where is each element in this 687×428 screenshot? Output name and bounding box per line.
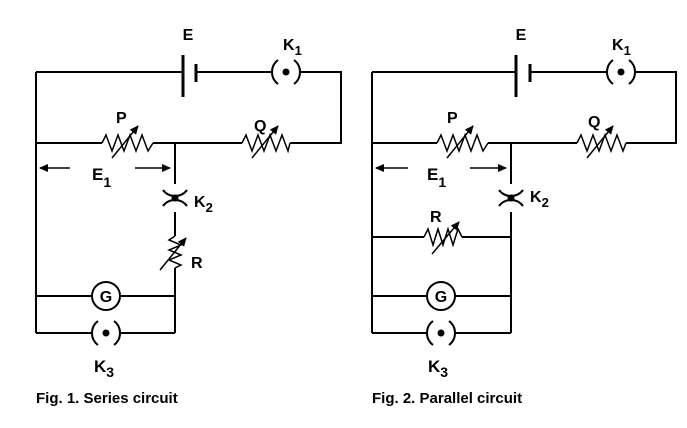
key-k3	[91, 320, 121, 346]
key3-sub: 3	[106, 364, 114, 380]
key3-label: K	[428, 357, 441, 376]
battery-label: E	[516, 27, 527, 44]
key-k2	[162, 189, 188, 207]
battery-e	[181, 55, 198, 97]
svg-text:K2: K2	[530, 189, 549, 210]
emf-span-label: E	[92, 165, 103, 184]
svg-text:K2: K2	[194, 194, 213, 215]
resistor-p-label: P	[447, 110, 458, 127]
galvanometer-label: G	[435, 289, 447, 306]
svg-text:K3: K3	[428, 357, 448, 380]
emf-span-sub: 1	[438, 174, 446, 190]
key1-label: K	[612, 37, 624, 54]
key1-sub: 1	[295, 43, 302, 58]
key3-label: K	[94, 357, 107, 376]
key2-label: K	[530, 189, 542, 206]
resistor-q	[576, 125, 627, 159]
resistor-r-label: R	[191, 255, 203, 272]
key2-sub: 2	[542, 195, 549, 210]
key-k1	[271, 59, 301, 85]
resistor-p-label: P	[116, 110, 127, 127]
svg-text:K3: K3	[94, 357, 114, 380]
resistor-q	[241, 125, 291, 159]
key-k3	[426, 320, 456, 346]
top-wire	[372, 71, 677, 144]
caption-series: Fig. 1. Series circuit	[36, 390, 178, 407]
emf-span-sub: 1	[103, 174, 111, 190]
svg-text:K1: K1	[283, 37, 302, 58]
resistor-q-label: Q	[588, 114, 600, 131]
figure-series: E K1 P Q E1	[35, 27, 342, 407]
key3-sub: 3	[440, 364, 448, 380]
caption-parallel: Fig. 2. Parallel circuit	[372, 390, 522, 407]
key2-label: K	[194, 194, 206, 211]
top-wire	[36, 71, 342, 144]
emf-span-label: E	[427, 165, 438, 184]
resistor-q-label: Q	[254, 118, 266, 135]
figure-parallel: E K1 P Q E1 K2	[371, 27, 677, 407]
galvanometer-label: G	[100, 289, 112, 306]
svg-text:E1: E1	[92, 165, 111, 190]
resistor-r-label: R	[430, 209, 442, 226]
resistor-p	[101, 125, 154, 159]
key1-label: K	[283, 37, 295, 54]
battery-label: E	[183, 27, 194, 44]
key1-sub: 1	[624, 43, 631, 58]
svg-text:K1: K1	[612, 37, 631, 58]
key-k2	[498, 189, 524, 207]
resistor-r	[423, 221, 463, 255]
key-k1	[606, 59, 636, 85]
key2-sub: 2	[206, 200, 213, 215]
battery-e	[514, 55, 532, 97]
galvanometer	[426, 281, 456, 311]
galvanometer	[91, 281, 121, 311]
resistor-r	[159, 235, 187, 271]
svg-text:E1: E1	[427, 165, 446, 190]
resistor-p	[436, 125, 489, 159]
